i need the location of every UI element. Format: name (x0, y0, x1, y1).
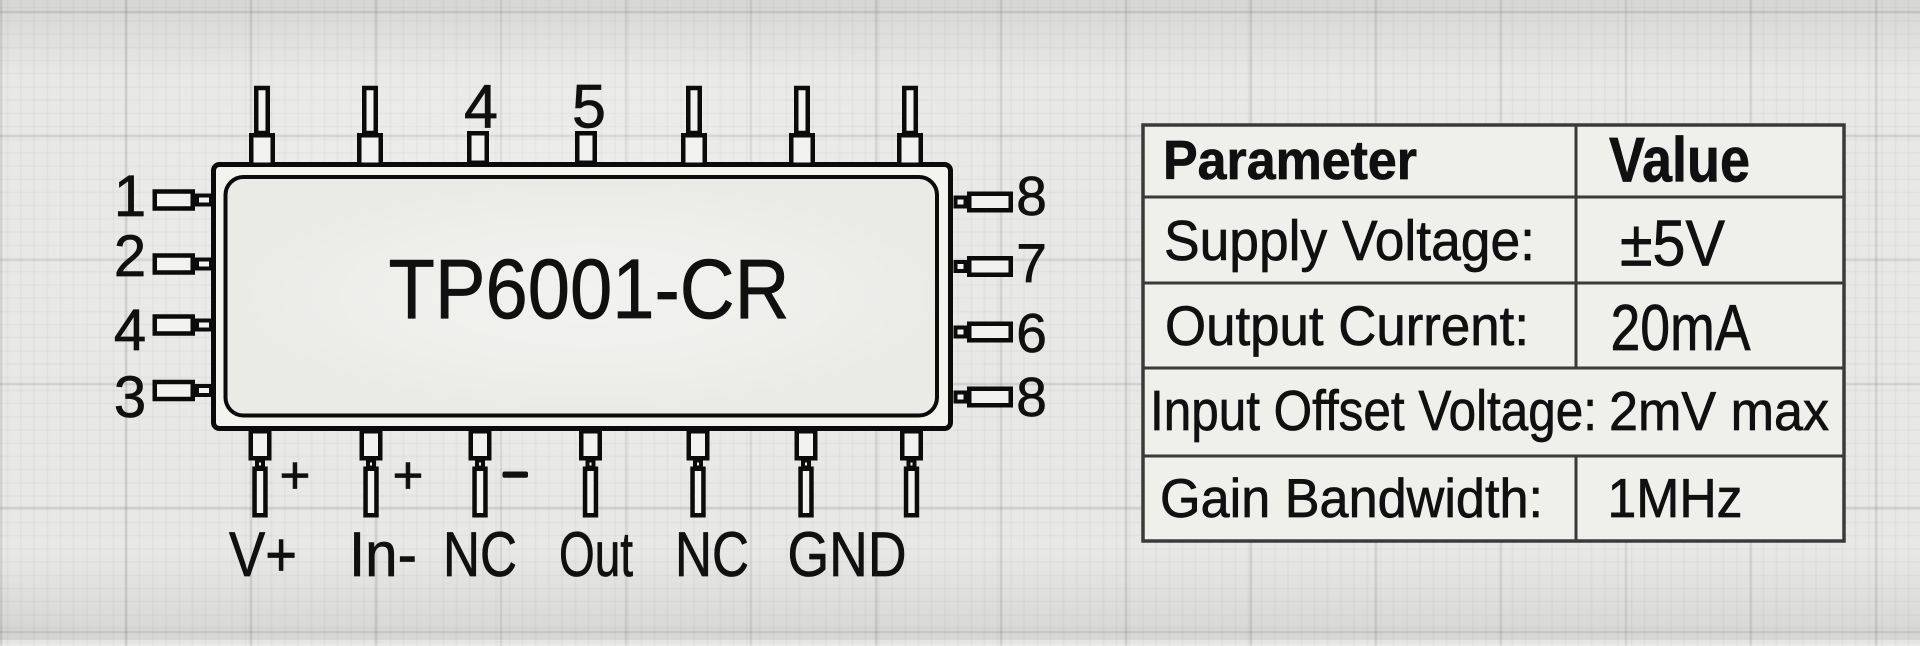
svg-text:NC: NC (675, 520, 749, 590)
svg-text:6: 6 (1016, 302, 1047, 364)
svg-text:Supply Voltage:: Supply Voltage: (1164, 209, 1535, 273)
svg-text:1MHz: 1MHz (1608, 467, 1743, 529)
svg-text:2mV max: 2mV max (1609, 380, 1829, 442)
svg-text:Out: Out (559, 520, 633, 590)
svg-text:5: 5 (572, 73, 606, 141)
svg-text:3: 3 (114, 365, 146, 430)
svg-text:+: + (393, 446, 424, 505)
svg-text:4: 4 (464, 73, 498, 141)
svg-text:+: + (280, 446, 311, 505)
svg-text:TP6001-CR: TP6001-CR (389, 242, 790, 336)
svg-text:8: 8 (1016, 165, 1047, 227)
svg-text:Output Current:: Output Current: (1165, 294, 1529, 357)
svg-text:Value: Value (1609, 125, 1750, 195)
svg-text:20mA: 20mA (1611, 291, 1752, 364)
svg-text:8: 8 (1016, 366, 1047, 428)
svg-text:Parameter: Parameter (1163, 129, 1417, 191)
svg-text:Gain Bandwidth:: Gain Bandwidth: (1160, 467, 1543, 529)
svg-text:2: 2 (114, 224, 146, 289)
svg-text:±5V: ±5V (1620, 206, 1726, 279)
svg-text:GND: GND (788, 520, 907, 590)
svg-text:In-: In- (349, 520, 417, 590)
svg-text:NC: NC (443, 520, 517, 590)
svg-text:4: 4 (114, 298, 146, 363)
svg-text:Input Offset Voltage:: Input Offset Voltage: (1150, 379, 1597, 443)
svg-text:7: 7 (1016, 232, 1047, 294)
svg-text:1: 1 (114, 164, 146, 229)
svg-text:V+: V+ (229, 520, 297, 590)
